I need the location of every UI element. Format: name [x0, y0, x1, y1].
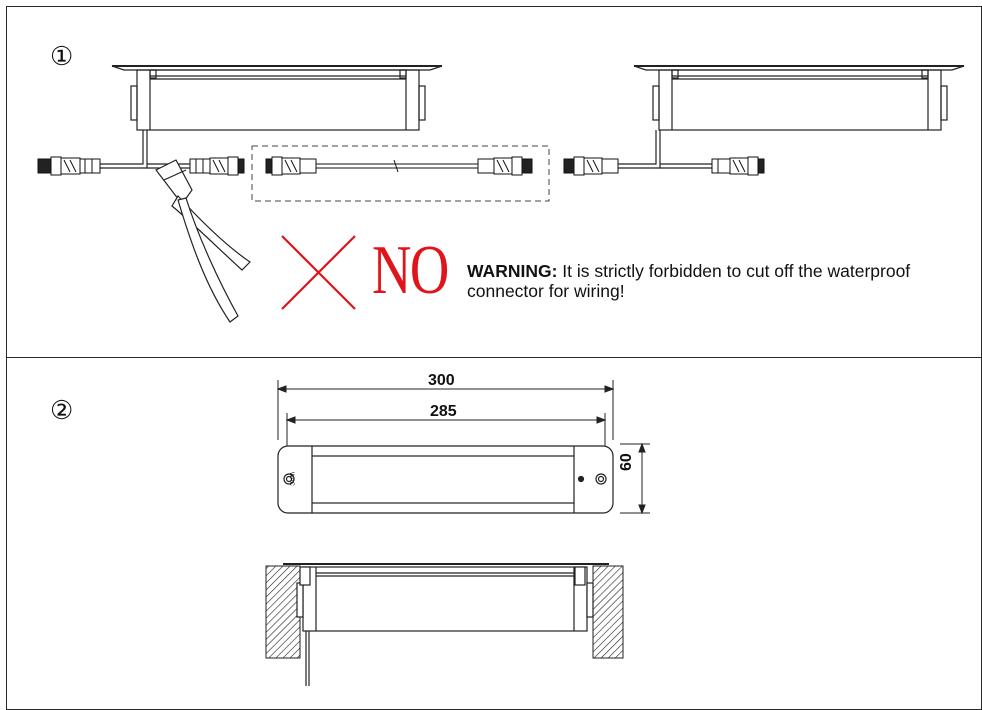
- warning-title: WARNING:: [467, 261, 558, 281]
- verdict-no: NO: [372, 232, 449, 309]
- warning-body: It is strictly forbidden to cut off the …: [467, 261, 911, 301]
- connector-female-right: [711, 156, 765, 176]
- cable-right: [618, 130, 712, 169]
- driver-side-view-left: [111, 65, 443, 131]
- connector-male-right: [563, 156, 619, 176]
- cutting-pliers-icon: [155, 159, 251, 323]
- extension-cable-frame: [251, 145, 550, 202]
- dim-overall-length: 300: [428, 372, 455, 389]
- step-1-label: ①: [50, 42, 74, 72]
- connector-female-left: [189, 156, 245, 176]
- front-mark-logo: WAC: [288, 472, 294, 486]
- red-cross-icon: [281, 235, 356, 310]
- extension-cable: [265, 156, 533, 176]
- connector-male-left: [37, 156, 101, 176]
- driver-side-view-right: [633, 65, 965, 131]
- dimension-lines: [276, 380, 650, 515]
- step-2-label: ②: [50, 396, 74, 426]
- driver-top-view: [277, 445, 614, 514]
- driver-installed-section: [265, 563, 624, 686]
- warning-text: WARNING: It is strictly forbidden to cut…: [467, 261, 937, 301]
- dim-inner-length: 285: [430, 403, 457, 420]
- dim-width: 60: [618, 453, 635, 471]
